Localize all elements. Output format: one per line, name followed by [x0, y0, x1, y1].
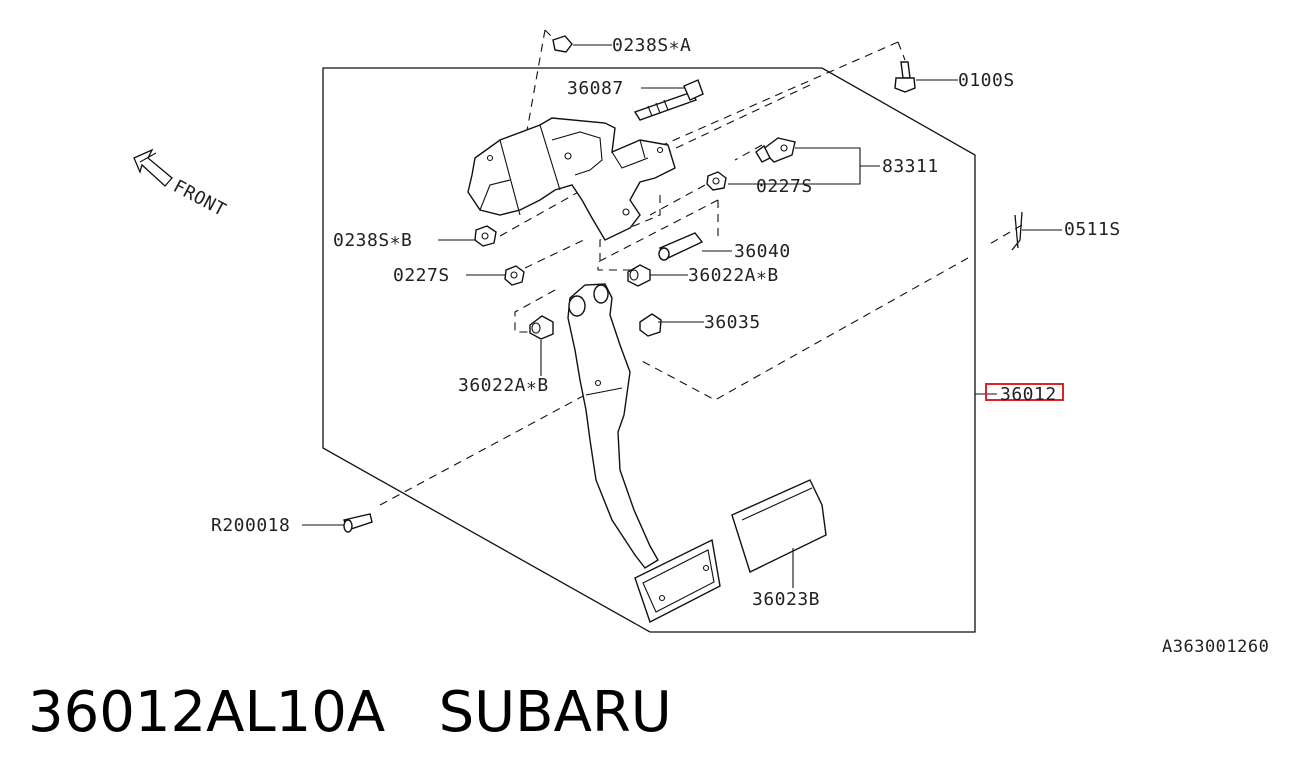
switch-83311 — [755, 137, 796, 163]
callout-0511S[interactable]: 0511S — [1064, 219, 1121, 240]
callout-36012-highlight — [985, 383, 1064, 401]
pedal-bracket — [467, 117, 676, 241]
clip-0511S — [1011, 211, 1023, 251]
nut-0227S-left — [504, 265, 525, 286]
leader-lines — [302, 44, 1062, 588]
callout-36012[interactable]: 36012 — [1000, 384, 1057, 405]
callout-83311[interactable]: 83311 — [882, 156, 939, 177]
brand-name: SUBARU — [438, 680, 672, 745]
callout-36035[interactable]: 36035 — [704, 312, 761, 333]
bolt-36087 — [633, 79, 704, 121]
assembly-outline — [322, 67, 976, 633]
nut-0227S-top — [706, 171, 727, 191]
callout-0100S[interactable]: 0100S — [958, 70, 1015, 91]
stopper-36035 — [639, 313, 662, 337]
bolt-0238SA — [552, 35, 573, 53]
part-number: 36012AL10A — [28, 680, 386, 745]
callout-36040[interactable]: 36040 — [734, 241, 791, 262]
diagram-code: A363001260 — [1162, 637, 1269, 657]
callout-0227S-left[interactable]: 0227S — [393, 265, 450, 286]
callout-R200018[interactable]: R200018 — [211, 515, 290, 536]
callout-36022AB-left[interactable]: 36022A∗B — [458, 375, 549, 396]
bushing-36022AB-right — [627, 264, 651, 287]
bushing-36022AB-left — [529, 315, 554, 340]
part-title: 36012AL10A SUBARU — [28, 680, 672, 745]
nut-0238SB — [474, 225, 497, 247]
callout-36087[interactable]: 36087 — [567, 78, 624, 99]
front-arrow-icon — [133, 148, 173, 187]
bolt-0100S — [894, 61, 916, 93]
front-label: FRONT — [170, 176, 230, 221]
pedal-cover-36023B — [731, 479, 827, 573]
callout-36022AB-right[interactable]: 36022A∗B — [688, 265, 779, 286]
callout-0227S-top[interactable]: 0227S — [756, 176, 813, 197]
callout-36023B[interactable]: 36023B — [752, 589, 820, 610]
callout-0238SA[interactable]: 0238S∗A — [612, 35, 691, 56]
pin-36040 — [658, 232, 704, 261]
pedal-pad — [634, 538, 721, 623]
callout-0238SB[interactable]: 0238S∗B — [333, 230, 412, 251]
pin-R200018 — [343, 513, 373, 533]
pedal-arm — [567, 283, 659, 569]
